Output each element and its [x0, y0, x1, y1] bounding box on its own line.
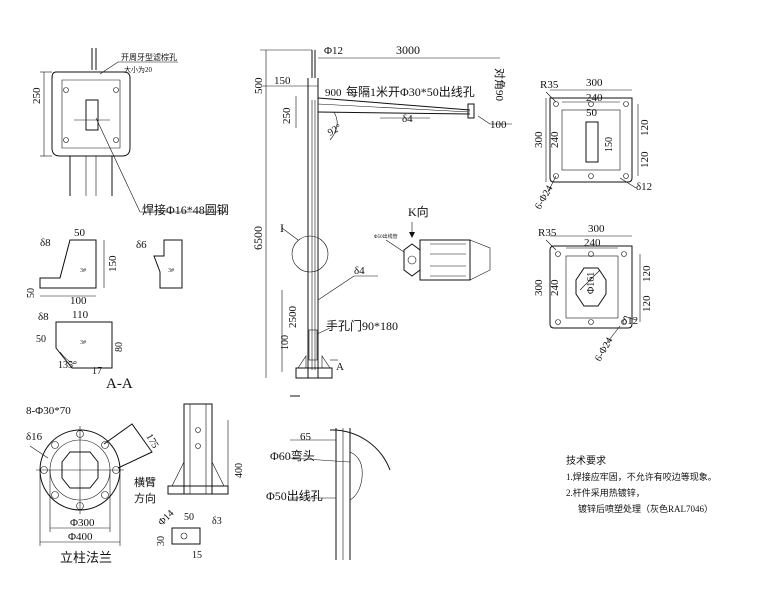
- arm-note: 每隔1米开Φ30*50出线孔: [346, 84, 475, 99]
- rib2-thick: δ6: [136, 239, 147, 251]
- rib3-thick: δ8: [38, 311, 49, 323]
- top-dim-250: 250: [31, 87, 43, 104]
- arm-thick: δ4: [402, 113, 413, 125]
- ptop-150: 150: [604, 137, 615, 152]
- handhole-note: 手孔门90*180: [326, 318, 398, 333]
- dim-900: 900: [325, 87, 342, 99]
- rib-plate-1: δ8 50 150 50 100 3#: [26, 227, 119, 307]
- base-phi14: Φ14: [156, 508, 176, 528]
- ptop-240v: 240: [549, 131, 561, 148]
- weld-note: 焊接Φ16*48圆钢: [142, 202, 229, 217]
- ptop-holes: 6-Φ24: [533, 184, 555, 212]
- hole-65: 65: [300, 431, 312, 443]
- dim-3000: 3000: [396, 43, 420, 57]
- rib1-dim-bottom: 100: [70, 295, 87, 307]
- rib3-dim-left: 50: [36, 334, 46, 345]
- flange-175: 175: [143, 432, 160, 450]
- tech-line1: 1.焊接应牢固，不允许有咬边等现象。: [566, 471, 717, 482]
- ptop-50: 50: [586, 107, 598, 119]
- tech-line3: 镀锌后喷塑处理（灰色RAL7046）: [578, 503, 713, 514]
- k-view: K向 Φ50出线管: [374, 204, 491, 281]
- tech-line2: 2.杆件采用热镀锌，: [566, 487, 645, 498]
- flange-holes: 8-Φ30*70: [26, 405, 71, 417]
- base-50: 50: [184, 512, 194, 523]
- pole-thick: δ4: [354, 265, 365, 277]
- hole-detail: 65 Φ60弯头 Φ50出线孔: [266, 428, 391, 560]
- ptop-300: 300: [586, 77, 603, 89]
- flange-outer: Φ400: [68, 531, 93, 543]
- pbot-120: 120: [641, 265, 653, 282]
- dim-500: 500: [253, 77, 265, 94]
- svg-text:3#: 3#: [80, 268, 86, 274]
- base-400: 400: [234, 463, 245, 478]
- ptop-120b: 120: [639, 151, 651, 168]
- top-note-1: 开周牙型滤棕孔: [121, 52, 177, 62]
- rib-plate-2: δ6 3#: [136, 239, 183, 289]
- dim-100-low: 100: [280, 335, 291, 350]
- svg-text:3#: 3#: [168, 268, 174, 274]
- dim-rod: Φ12: [324, 45, 343, 57]
- rib3-dim-17: 17: [92, 366, 102, 377]
- plate-top: 300 240 50 150 R35 300 240 120 120 δ12 6…: [533, 77, 652, 212]
- pbot-300: 300: [588, 223, 605, 235]
- section-a: A: [336, 361, 344, 373]
- pbot-holes: 6-Φ24: [593, 336, 615, 364]
- angle-92: 92°: [326, 122, 344, 139]
- rib1-dim-h: 150: [107, 255, 119, 272]
- base-detail: 400 Φ14 50 δ3 30 15: [156, 403, 245, 561]
- rib1-dim-left: 50: [26, 288, 37, 298]
- pbot-r35: R35: [538, 227, 557, 239]
- rib3-dim-right: 80: [114, 342, 125, 352]
- pbot-300v: 300: [533, 279, 545, 296]
- dim-100: 100: [490, 119, 507, 131]
- dim-2500: 2500: [287, 306, 299, 329]
- base-15: 15: [192, 550, 202, 561]
- ptop-thick: δ12: [636, 181, 652, 193]
- hole-outlet: Φ50出线孔: [266, 489, 323, 503]
- svg-text:3#: 3#: [80, 340, 86, 346]
- k-view-label: K向: [408, 204, 429, 219]
- rib3-dim-top: 110: [72, 309, 89, 321]
- pbot-120b: 120: [641, 295, 653, 312]
- base-delta3: δ3: [212, 516, 222, 527]
- top-note-2: 大小为20: [124, 65, 152, 74]
- dim-250: 250: [281, 107, 293, 124]
- detail-i: I: [280, 221, 284, 235]
- base-30: 30: [156, 536, 167, 546]
- column-flange: 175 8-Φ30*70 δ16 横臂 方向 Φ300 Φ400 立柱法兰: [26, 405, 160, 565]
- flange-inner: Φ300: [70, 517, 95, 529]
- tech-title: 技术要求: [566, 454, 606, 467]
- dim-150: 150: [274, 75, 291, 87]
- flange-thick: δ16: [26, 431, 43, 443]
- ptop-r35: R35: [540, 79, 559, 91]
- section-aa: A-A: [106, 376, 133, 392]
- rib1-thick: δ8: [40, 237, 51, 249]
- pbot-240: 240: [584, 237, 601, 249]
- dim-6500: 6500: [251, 226, 265, 250]
- rib1-dim-top: 50: [74, 227, 86, 239]
- plate-bottom: Φ161 300 240 R35 300 240 120 120 δ12 6-Φ…: [533, 223, 653, 364]
- flange-arm-2: 方向: [134, 491, 156, 505]
- flange-arm-1: 横臂: [134, 475, 156, 489]
- pbot-phi161: Φ161: [586, 272, 597, 294]
- k-note: Φ50出线管: [374, 233, 398, 240]
- rib3-angle: 135°: [58, 360, 77, 371]
- ptop-240: 240: [586, 92, 603, 104]
- top-detail: 250 开周牙型滤棕孔 大小为20 焊接Φ16*48圆钢: [31, 48, 229, 217]
- pbot-thick: δ12: [622, 315, 638, 327]
- flange-caption: 立柱法兰: [60, 550, 112, 565]
- pbot-240v: 240: [549, 279, 561, 296]
- ptop-300v: 300: [533, 131, 545, 148]
- ptop-120: 120: [639, 119, 651, 136]
- pole-elevation: Φ12 3000 500 150 900 每隔1米开Φ30*50出线孔 对角90…: [251, 43, 512, 397]
- dim-corner: 对角90: [493, 68, 507, 101]
- rib-plate-3: δ8 110 50 80 135° 17 3# A-A: [36, 309, 133, 392]
- tech-notes: 技术要求 1.焊接应牢固，不允许有咬边等现象。 2.杆件采用热镀锌， 镀锌后喷塑…: [566, 454, 717, 514]
- hole-elbow: Φ60弯头: [270, 448, 315, 463]
